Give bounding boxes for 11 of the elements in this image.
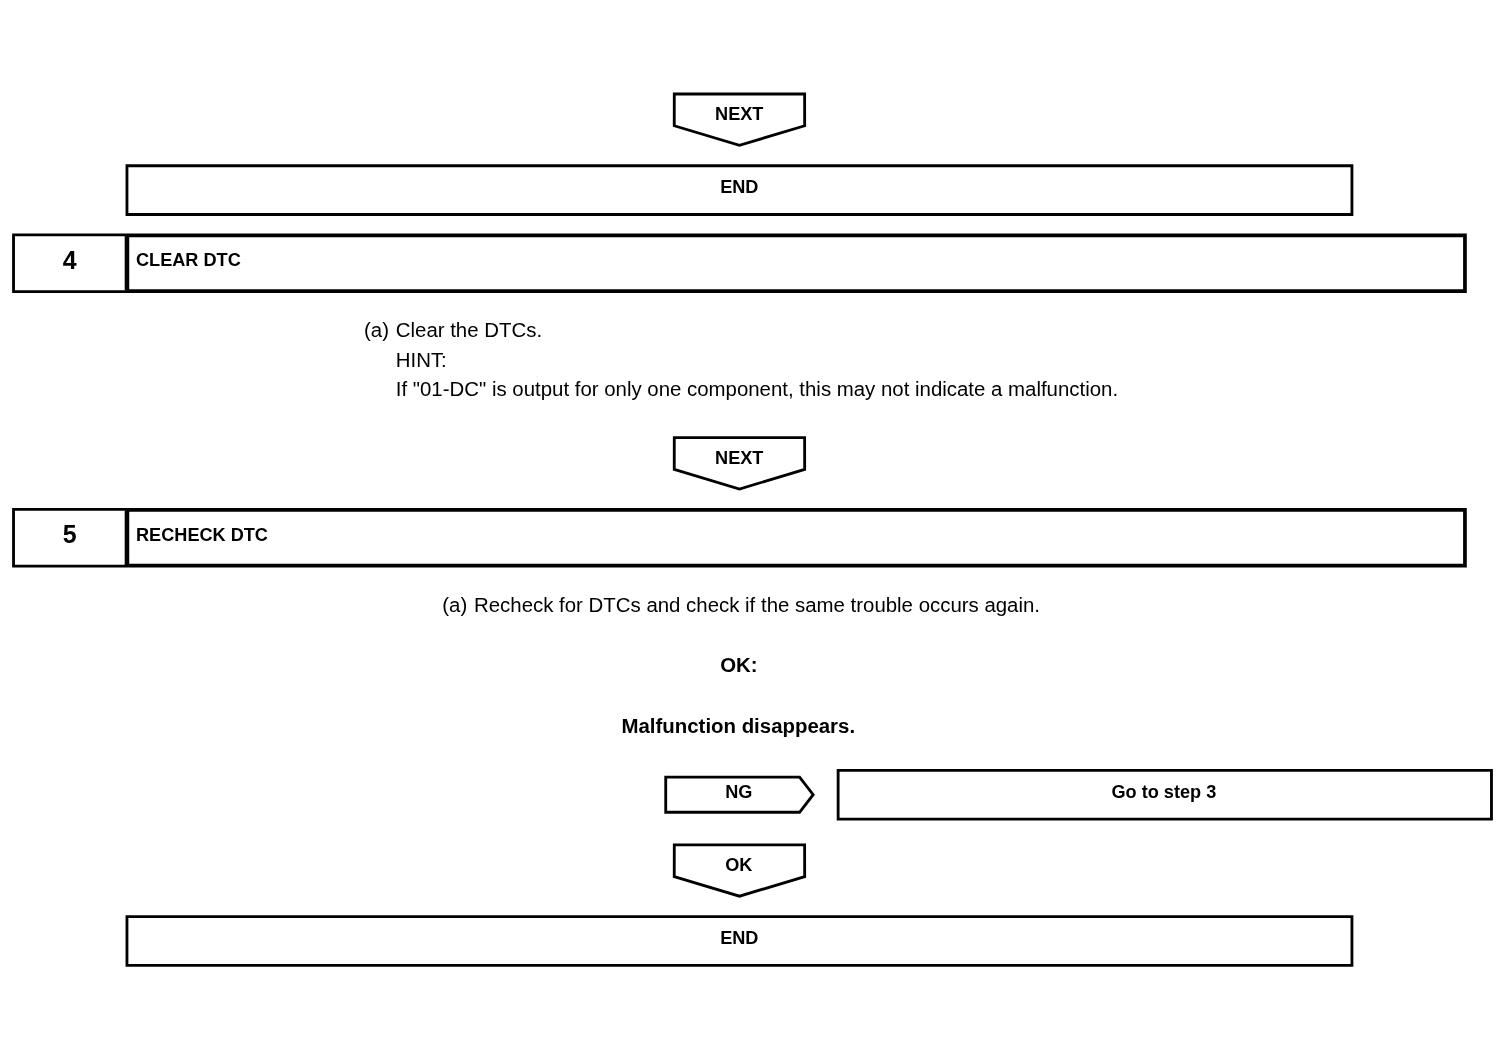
node-label: (a)	[363, 319, 389, 342]
label: OK:	[719, 654, 758, 677]
node-box: END	[125, 915, 1353, 967]
node-label: (a)	[441, 593, 467, 616]
node-label: Clear the DTCs.	[395, 319, 542, 342]
node-label: If "01-DC" is output for only one component, this may not indicate a malfunction.	[395, 378, 1118, 401]
node-label: Recheck for DTCs and check if the same trouble occurs again.	[473, 593, 1040, 616]
node-label: HINT:	[395, 348, 447, 371]
node-box: Go to step 3	[836, 768, 1493, 821]
label: Malfunction disappears.	[620, 715, 855, 738]
node-box: END	[125, 164, 1353, 216]
